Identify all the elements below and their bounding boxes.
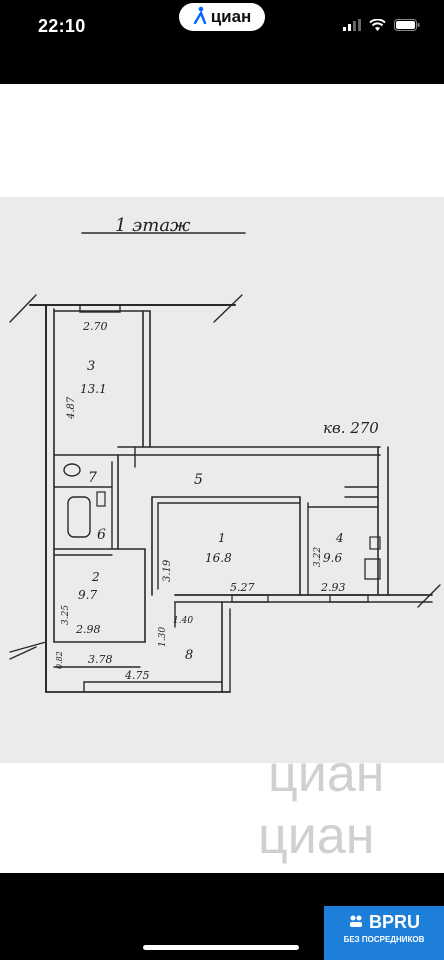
room-6-number: 6 — [97, 527, 106, 543]
status-time: 22:10 — [38, 16, 86, 36]
cian-watermark: циан циан — [258, 745, 384, 865]
bpru-badge[interactable]: BPRU БЕЗ ПОСРЕДНИКОВ — [324, 906, 444, 960]
room-4-number: 4 — [335, 531, 344, 545]
cian-logo-icon — [193, 6, 207, 29]
dim-small-1: 1.40 — [173, 616, 193, 626]
floor-plan-drawing: 1 этаж кв. 270 2.70 3 13.1 4.87 7 6 5 1 … — [9, 215, 441, 693]
dim-room-1-side: 3.19 — [162, 559, 173, 582]
room-7-number: 7 — [88, 470, 97, 486]
dim-room-2-side: 3.25 — [61, 605, 71, 625]
brand-name: циан — [210, 7, 252, 26]
room-1-number: 1 — [218, 531, 226, 545]
room-4-area: 9.6 — [323, 551, 342, 565]
dim-room-4-width: 2.93 — [320, 581, 346, 594]
floor-title: 1 этаж — [115, 215, 191, 236]
top-white-band — [0, 84, 444, 197]
wifi-icon — [369, 18, 386, 36]
dim-loggia-width: 4.75 — [124, 669, 150, 682]
status-icons — [343, 18, 420, 36]
room-2-area: 9.7 — [78, 588, 97, 602]
status-bar: 22:10 циан — [0, 0, 444, 84]
dim-room-2-width: 2.98 — [75, 623, 101, 636]
signal-icon — [343, 18, 361, 36]
home-indicator[interactable] — [143, 945, 299, 950]
room-3-area: 13.1 — [80, 382, 107, 396]
bpru-subtitle: БЕЗ ПОСРЕДНИКОВ — [343, 935, 425, 944]
room-3-number: 3 — [87, 359, 95, 374]
cian-brand-pill[interactable]: циан — [179, 3, 265, 31]
bottom-white-band: циан циан — [0, 745, 444, 873]
watermark-text-1: циан — [268, 763, 384, 803]
bpru-title: BPRU — [369, 912, 421, 932]
dim-room-4-side: 3.22 — [313, 547, 323, 567]
dim-loggia-inner: 3.78 — [88, 653, 113, 666]
bpru-logo-icon — [348, 912, 369, 932]
floor-plan-image[interactable]: 1 этаж кв. 270 2.70 3 13.1 4.87 7 6 5 1 … — [0, 197, 444, 763]
dim-top-width: 2.70 — [82, 320, 108, 333]
dim-room-3-height: 4.87 — [66, 396, 77, 420]
dim-loggia-depth: 0.82 — [55, 651, 64, 669]
room-1-area: 16.8 — [205, 551, 232, 565]
apartment-label: кв. 270 — [323, 419, 379, 437]
battery-icon — [394, 18, 420, 36]
room-2-number: 2 — [91, 570, 100, 584]
dim-room-1-width: 5.27 — [230, 581, 255, 594]
room-5-number: 5 — [194, 472, 203, 488]
room-8-number: 8 — [185, 648, 193, 663]
watermark-text-2: циан — [258, 807, 374, 865]
dim-small-2: 1.30 — [158, 627, 168, 647]
